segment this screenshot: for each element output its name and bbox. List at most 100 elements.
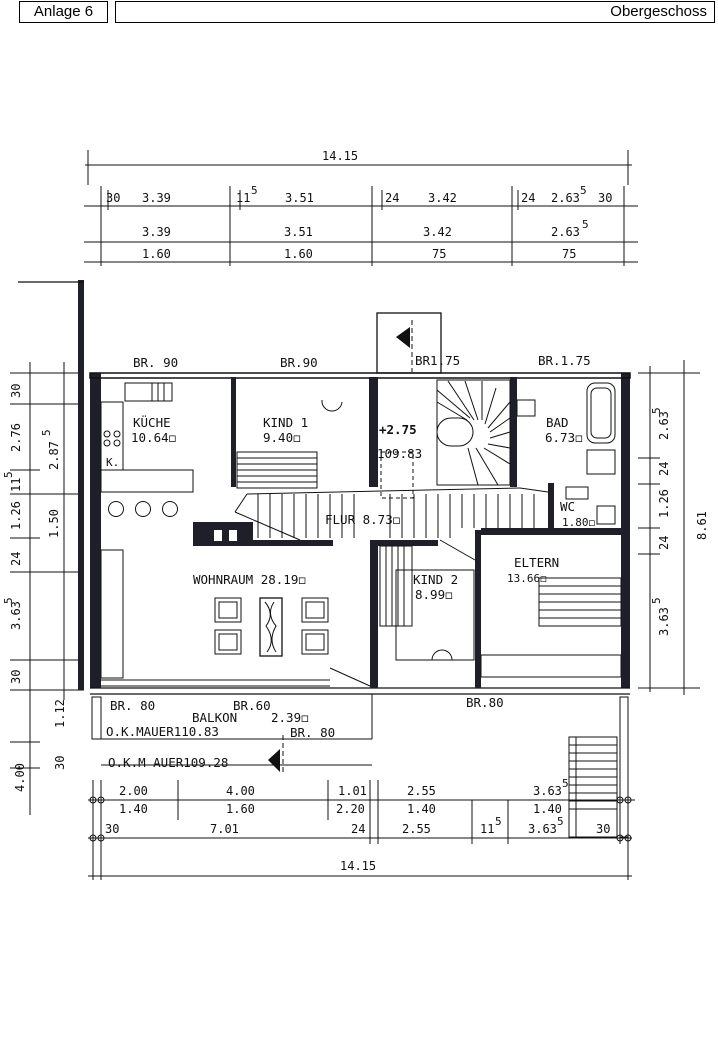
ldim-363: 3.63 [9, 601, 23, 630]
room-kind2-name: KIND 2 [413, 572, 458, 587]
opening-labels: BR. 90 BR.90 BR1.75 BR.1.75 BR. 80 BR.60… [110, 353, 591, 740]
dim-sup2: 5 [580, 184, 587, 197]
ldim-126: 1.26 [9, 501, 23, 530]
dim-sup: 5 [251, 184, 258, 197]
ldim-sup1: 5 [2, 471, 15, 478]
room-k-mark: K. [106, 456, 119, 469]
opening-br80b: BR.80 [466, 695, 504, 710]
bdim3-255: 2.55 [402, 822, 431, 836]
bdim3-24: 24 [351, 822, 365, 836]
bdim2-140c: 1.40 [533, 802, 562, 816]
ldim-11: 11 [9, 478, 23, 492]
bdim-sup1: 5 [562, 777, 569, 790]
dim2-263: 2.63 [551, 225, 580, 239]
dim-342: 3.42 [428, 191, 457, 205]
ldim-30: 30 [9, 384, 23, 398]
bdim3-sup2: 5 [557, 815, 564, 828]
bdim-400: 4.00 [226, 784, 255, 798]
room-labels: KÜCHE 10.64◻ K. KIND 1 9.40◻ BAD 6.73◻ F… [106, 414, 595, 725]
dim-30b: 30 [598, 191, 612, 205]
floor-title: Obergeschoss [115, 1, 715, 23]
ldim-30b: 30 [9, 670, 23, 684]
walls [18, 280, 631, 695]
bdim3-30b: 30 [596, 822, 610, 836]
bdim2-140a: 1.40 [119, 802, 148, 816]
bath-fixtures [516, 382, 616, 525]
opening-br60: BR.60 [233, 698, 271, 713]
rdim-24b: 24 [657, 536, 671, 550]
dim2-342: 3.42 [423, 225, 452, 239]
top-dimensions: 14.15 30 3.39 11 5 3.51 24 3.42 24 2.63 … [84, 149, 638, 266]
room-wohnraum: WOHNRAUM 28.19◻ [193, 572, 306, 587]
level-labels: +2.75 109.83 O.K.MAUER110.83 O.K.M AUER1… [106, 422, 422, 770]
stair-level: 109.83 [377, 446, 422, 461]
ldim-sup2: 5 [2, 597, 15, 604]
room-kueche-name: KÜCHE [133, 414, 171, 430]
dim3-75b: 75 [562, 247, 576, 261]
dim2-351: 3.51 [284, 225, 313, 239]
bdim3-701: 7.01 [210, 822, 239, 836]
living-furniture [100, 549, 329, 679]
ldim-30c: 30 [53, 756, 67, 770]
dim-30: 30 [106, 191, 120, 205]
room-kind1-name: KIND 1 [263, 415, 308, 430]
dim3-160a: 1.60 [142, 247, 171, 261]
opening-br90a: BR. 90 [133, 355, 178, 370]
dim3-160b: 1.60 [284, 247, 313, 261]
room-flur: FLUR 8.73◻ [325, 512, 400, 527]
room-kind1-area: 9.40◻ [263, 430, 301, 445]
top-total-dim: 14.15 [322, 149, 358, 163]
rdim-363: 3.63 [657, 607, 671, 636]
ldim-400: 4.00 [13, 763, 27, 792]
ldim-sup3: 5 [40, 429, 53, 436]
entrance-marker [376, 312, 442, 374]
bdim3-30a: 30 [105, 822, 119, 836]
room-kind2-area: 8.99◻ [415, 587, 453, 602]
dim2-339: 3.39 [142, 225, 171, 239]
ldim-276: 2.76 [9, 423, 23, 452]
room-kueche-area: 10.64◻ [131, 430, 176, 445]
ldim-2875: 2.87 [47, 441, 61, 470]
ldim-24: 24 [9, 552, 23, 566]
room-balkon-name: BALKON [192, 710, 237, 725]
right-dimensions: 2.63 5 24 1.26 24 3.63 5 8.61 [638, 360, 709, 695]
dim-24: 24 [385, 191, 399, 205]
dim-24b: 24 [521, 191, 535, 205]
bdim2-140b: 1.40 [407, 802, 436, 816]
dim-339: 3.39 [142, 191, 171, 205]
bottom-total-dim: 14.15 [340, 859, 376, 873]
bdim3-363: 3.63 [528, 822, 557, 836]
rdim-126: 1.26 [657, 489, 671, 518]
rdim-sup1: 5 [650, 407, 663, 414]
balcony [91, 667, 629, 838]
bdim-101: 1.01 [338, 784, 367, 798]
room-eltern-name: ELTERN [514, 555, 559, 570]
rdim-861: 8.61 [695, 511, 709, 540]
bdim3-11: 11 [480, 822, 494, 836]
ldim-150: 1.50 [47, 509, 61, 538]
kind1-furniture [236, 399, 343, 489]
opening-br80c: BR. 80 [290, 725, 335, 740]
mauer-level-2: O.K.M AUER109.28 [108, 755, 228, 770]
room-bad-area: 6.73◻ [545, 430, 583, 445]
opening-br80a: BR. 80 [110, 698, 155, 713]
opening-br175b: BR.1.75 [538, 353, 591, 368]
bedroom-furniture [395, 569, 622, 678]
dim3-75a: 75 [432, 247, 446, 261]
ldim-112: 1.12 [53, 699, 67, 728]
dim-263: 2.63 [551, 191, 580, 205]
bdim2-160: 1.60 [226, 802, 255, 816]
dim-11: 11 [236, 191, 250, 205]
bottom-dimensions: 2.00 4.00 1.01 2.55 3.63 5 1.40 1.60 2.2… [88, 777, 635, 880]
dim2-sup: 5 [582, 218, 589, 231]
bdim-255: 2.55 [407, 784, 436, 798]
room-balkon-area: 2.39◻ [271, 710, 309, 725]
bdim-200: 2.00 [119, 784, 148, 798]
room-wc-area: 1.80◻ [562, 516, 595, 529]
staircase [380, 379, 511, 499]
bdim-363: 3.63 [533, 784, 562, 798]
bdim3-sup1: 5 [495, 815, 502, 828]
rdim-sup2: 5 [650, 597, 663, 604]
left-dimensions: 30 2.76 11 5 1.26 24 3.63 5 30 1.12 30 4… [2, 362, 84, 815]
